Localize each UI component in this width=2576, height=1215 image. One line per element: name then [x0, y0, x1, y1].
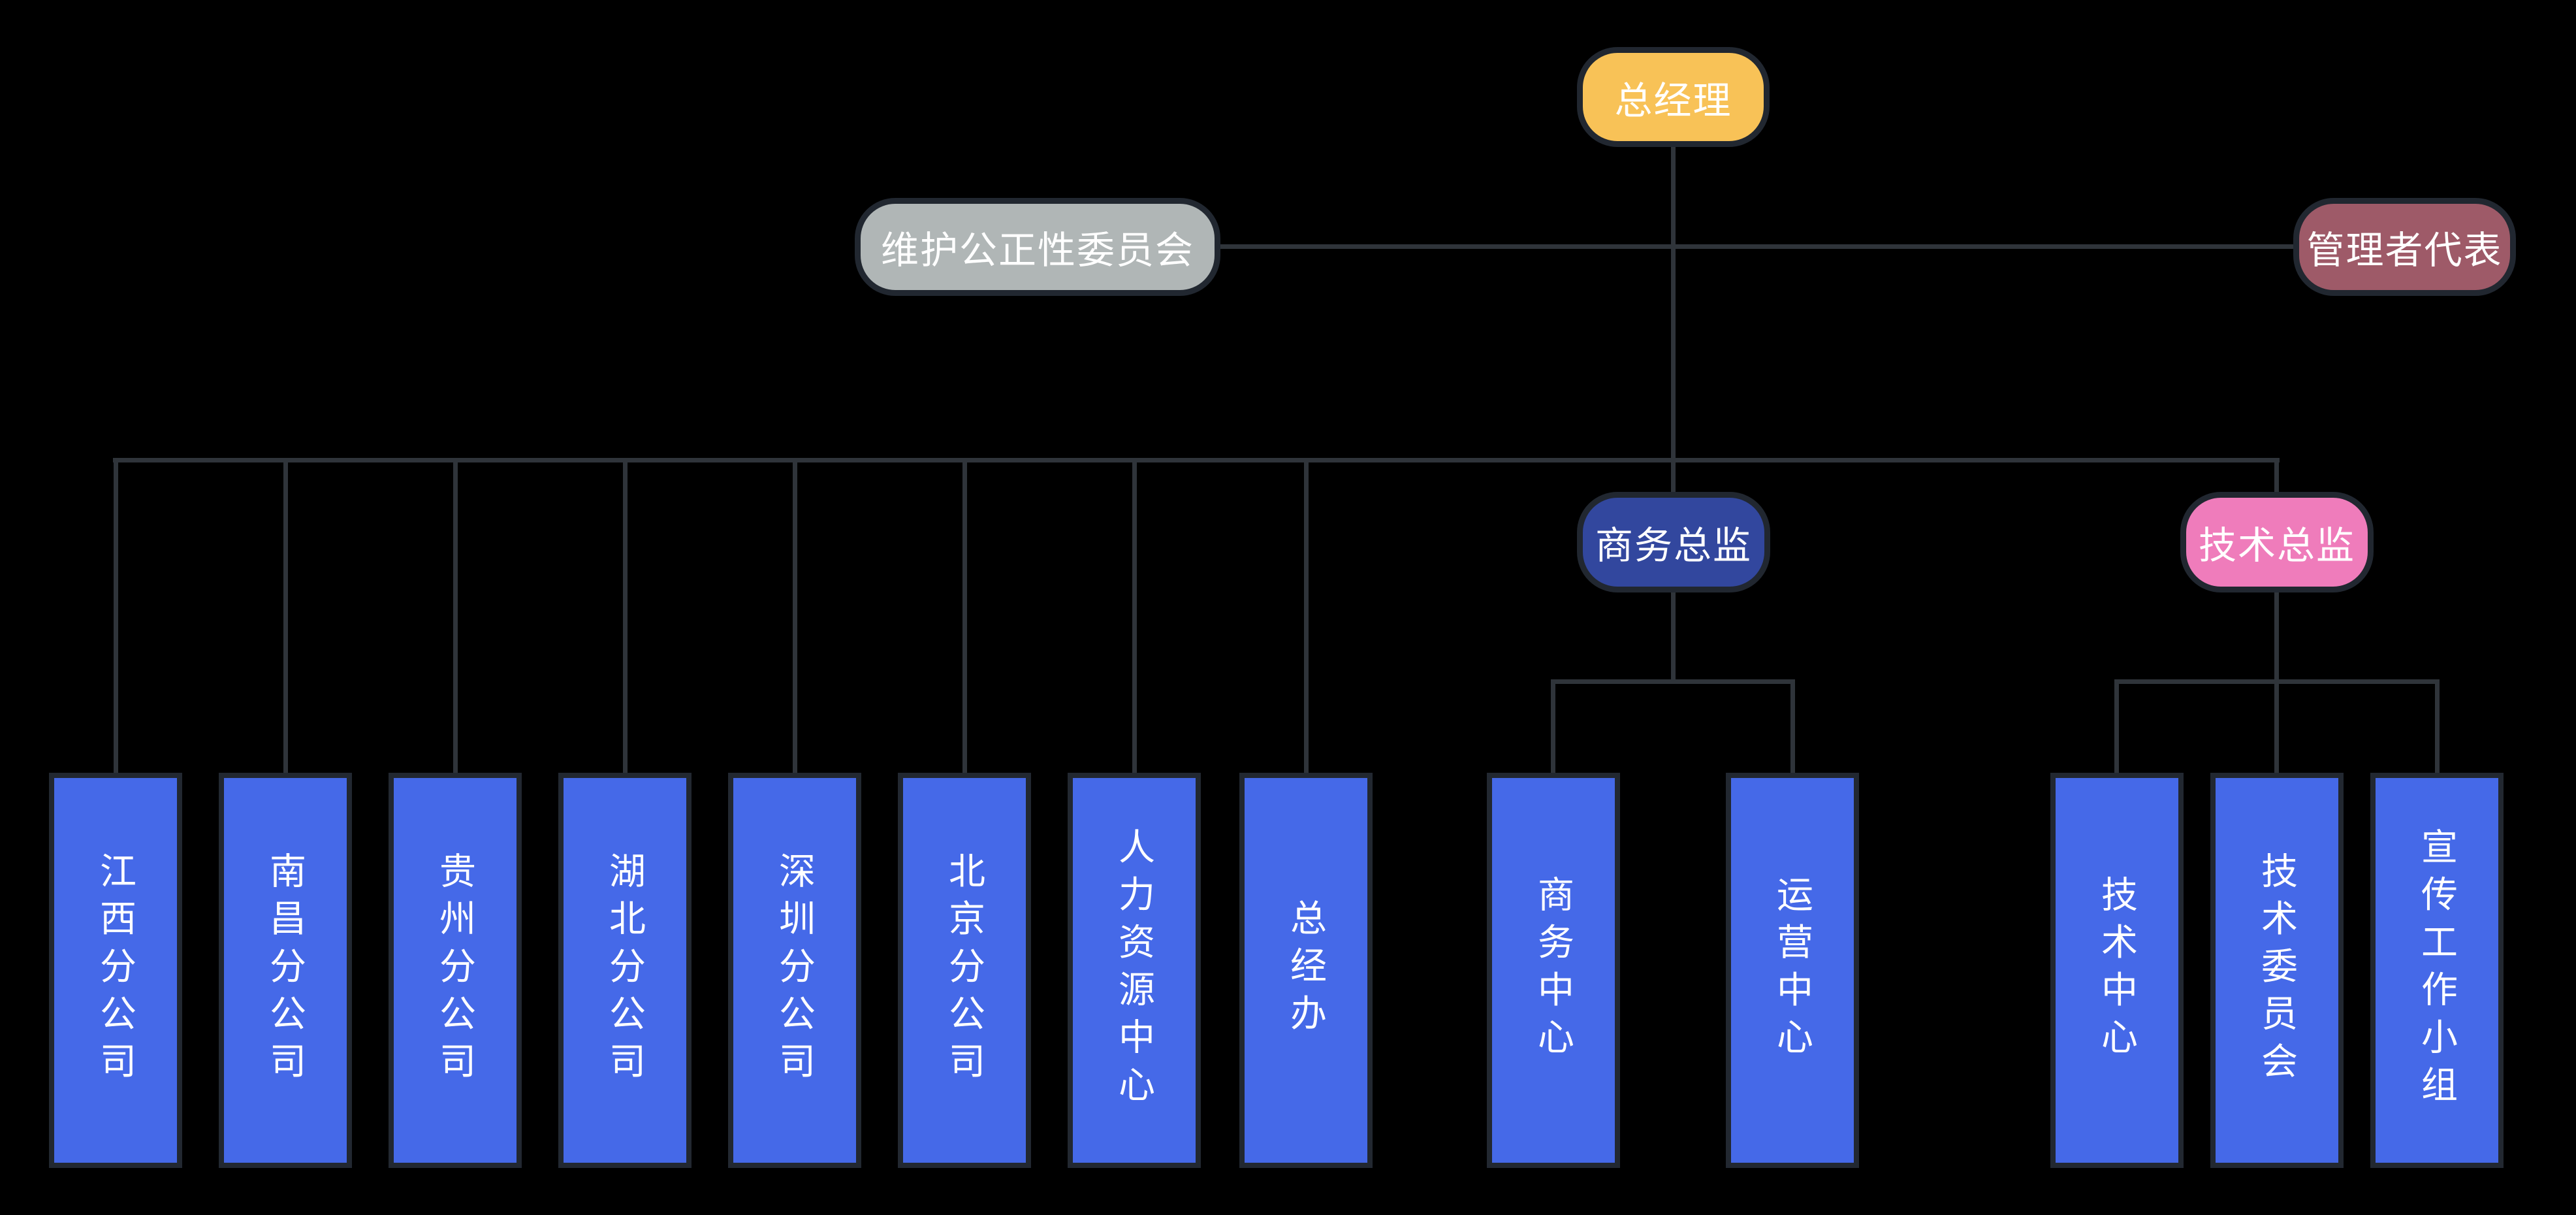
- edge-business-children-horizontal: [1551, 679, 1795, 684]
- dept-box-jiangxi-branch[interactable]: 江西分公司: [49, 773, 182, 1168]
- dept-box-hr-center[interactable]: 人力资源中心: [1068, 773, 1201, 1168]
- edge-drop-hubei-branch: [623, 458, 628, 773]
- dept-box-nanchang-branch[interactable]: 南昌分公司: [219, 773, 352, 1168]
- node-management-representative[interactable]: 管理者代表: [2293, 198, 2516, 296]
- edge-tech-children-horizontal: [2114, 679, 2440, 684]
- edge-drop-beijing-branch: [962, 458, 967, 773]
- dept-box-operations-center[interactable]: 运营中心: [1726, 773, 1859, 1168]
- node-fairness-committee-label: 维护公正性委员会: [880, 229, 1194, 272]
- node-technical-director-label: 技术总监: [2198, 525, 2355, 567]
- dept-label-nanchang-branch: 南昌分公司: [264, 851, 306, 1090]
- edge-business-director-stem: [1671, 592, 1676, 682]
- dept-label-business-center: 商务中心: [1533, 875, 1574, 1066]
- edge-drop-hr-center: [1132, 458, 1137, 773]
- node-management-representative-label: 管理者代表: [2306, 229, 2503, 272]
- edge-staff-horizontal: [1220, 244, 2293, 249]
- dept-label-guizhou-branch: 贵州分公司: [434, 851, 476, 1090]
- dept-box-tech-center[interactable]: 技术中心: [2050, 773, 2184, 1168]
- edge-main-horizontal: [113, 458, 2280, 462]
- edge-technical-director-riser: [2274, 458, 2279, 494]
- dept-box-guizhou-branch[interactable]: 贵州分公司: [389, 773, 522, 1168]
- edge-root-stem: [1671, 147, 1676, 492]
- node-technical-director[interactable]: 技术总监: [2180, 492, 2374, 592]
- node-fairness-committee[interactable]: 维护公正性委员会: [855, 198, 1220, 296]
- node-business-director-label: 商务总监: [1595, 525, 1752, 567]
- edge-drop-operations-center: [1790, 679, 1795, 773]
- dept-label-publicity-workgroup: 宣传工作小组: [2416, 828, 2458, 1113]
- edge-drop-nanchang-branch: [283, 458, 288, 773]
- dept-box-gm-office[interactable]: 总经办: [1239, 773, 1373, 1168]
- dept-label-gm-office: 总经办: [1285, 899, 1327, 1042]
- dept-box-hubei-branch[interactable]: 湖北分公司: [558, 773, 692, 1168]
- edge-drop-gm-office: [1304, 458, 1309, 773]
- edge-drop-guizhou-branch: [453, 458, 458, 773]
- dept-label-beijing-branch: 北京分公司: [944, 851, 985, 1090]
- dept-box-business-center[interactable]: 商务中心: [1487, 773, 1620, 1168]
- dept-box-publicity-workgroup[interactable]: 宣传工作小组: [2370, 773, 2504, 1168]
- node-general-manager-label: 总经理: [1614, 79, 1732, 122]
- dept-label-jiangxi-branch: 江西分公司: [95, 851, 136, 1090]
- edge-drop-shenzhen-branch: [793, 458, 797, 773]
- dept-label-hr-center: 人力资源中心: [1113, 828, 1155, 1113]
- edge-drop-business-center: [1551, 679, 1555, 773]
- dept-label-tech-center: 技术中心: [2096, 875, 2138, 1066]
- dept-label-operations-center: 运营中心: [1772, 875, 1813, 1066]
- dept-label-shenzhen-branch: 深圳分公司: [774, 851, 816, 1090]
- dept-box-beijing-branch[interactable]: 北京分公司: [898, 773, 1031, 1168]
- dept-box-tech-committee[interactable]: 技术委员会: [2210, 773, 2344, 1168]
- dept-label-tech-committee: 技术委员会: [2256, 851, 2298, 1090]
- node-business-director[interactable]: 商务总监: [1577, 492, 1770, 592]
- edge-drop-tech-center: [2114, 679, 2119, 773]
- edge-drop-publicity-workgroup: [2435, 679, 2440, 773]
- node-general-manager[interactable]: 总经理: [1577, 47, 1770, 147]
- dept-label-hubei-branch: 湖北分公司: [604, 851, 646, 1090]
- edge-drop-jiangxi-branch: [114, 458, 118, 773]
- dept-box-shenzhen-branch[interactable]: 深圳分公司: [728, 773, 861, 1168]
